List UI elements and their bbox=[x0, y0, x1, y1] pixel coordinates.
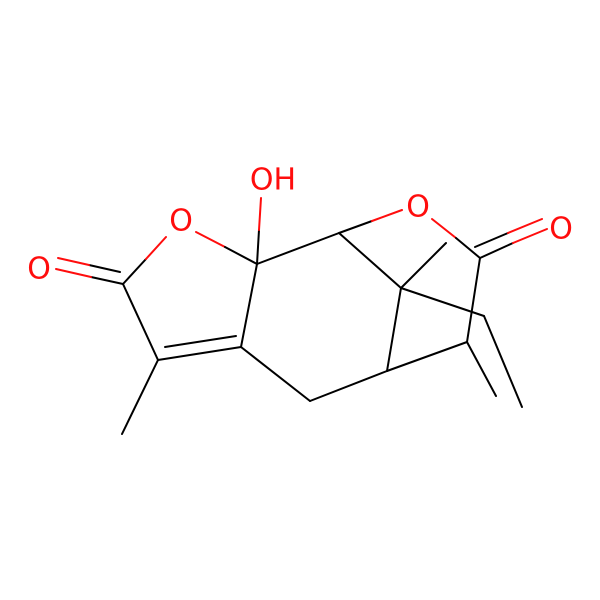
bond-carbonyl-left-b1 bbox=[88, 264, 121, 273]
bond-carbonyl-right-b1 bbox=[474, 232, 509, 248]
atom-label-carbonyl-oxygen-right: O bbox=[549, 212, 573, 247]
bond-c-o-ring-left-1b bbox=[145, 236, 167, 260]
bond-c-o-ring-left-2 bbox=[195, 231, 226, 248]
bond-c-c-center-3 bbox=[309, 370, 388, 402]
bond-methylene-b bbox=[466, 341, 497, 397]
bond-carbonyl-right-a2 bbox=[512, 228, 548, 244]
bond-carbonyl-left-a1 bbox=[90, 276, 124, 285]
bond-c-c-methyl-left bbox=[121, 359, 159, 435]
bond-c-c-center-4 bbox=[386, 287, 402, 372]
bond-c-c-double-left bbox=[157, 346, 242, 361]
bond-c-c-center-6 bbox=[400, 287, 485, 317]
bond-carbonyl-right-b2 bbox=[507, 218, 543, 234]
bond-c-o-ring-left-2b bbox=[224, 246, 258, 265]
bond-carbonyl-left-b2 bbox=[57, 257, 90, 266]
bond-c-o-ring-right-1b bbox=[371, 209, 403, 222]
atom-label-carbonyl-oxygen-left: O bbox=[27, 252, 51, 287]
bond-c-c-center-7 bbox=[386, 341, 468, 372]
atom-label-hydroxyl: OH bbox=[250, 163, 296, 198]
bond-c-oh-1 bbox=[256, 229, 260, 265]
bond-c-o-ring-right-2 bbox=[431, 218, 457, 239]
bond-c-c-center-5 bbox=[338, 232, 402, 289]
bonds bbox=[55, 197, 548, 435]
bond-c-o-ring-right-1 bbox=[338, 220, 373, 234]
bond-c-c-center-1 bbox=[256, 232, 340, 265]
bond-methylene-a bbox=[483, 315, 523, 408]
bond-c-oh-2 bbox=[258, 197, 262, 231]
bond-c-c-ring-left-1 bbox=[122, 283, 159, 361]
bond-c-c-center-8 bbox=[466, 257, 481, 343]
bond-c-c-ring-left-2 bbox=[240, 263, 258, 348]
bond-c-o-ring-right-2b bbox=[455, 237, 481, 259]
bond-c-c-methyl-center bbox=[400, 242, 447, 289]
bond-c-c-double-left-inner bbox=[164, 335, 237, 348]
bond-carbonyl-right-a1 bbox=[479, 242, 514, 259]
bond-carbonyl-left-a2 bbox=[55, 268, 92, 278]
atom-labels: OH O O O O bbox=[27, 163, 573, 287]
atom-label-ring-oxygen-right: O bbox=[406, 190, 430, 225]
bond-c-o-ring-left-1 bbox=[122, 258, 147, 285]
bond-c-c-center-2 bbox=[240, 346, 311, 402]
atom-label-ring-oxygen-left: O bbox=[169, 204, 193, 239]
